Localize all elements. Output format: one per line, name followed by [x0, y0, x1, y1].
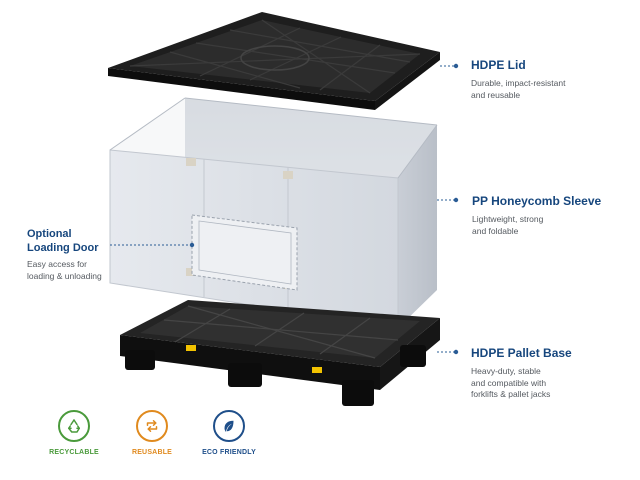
- pp-honeycomb-sleeve: [109, 97, 438, 329]
- recyclable-badge: RECYCLABLE: [32, 410, 116, 456]
- reusable-label: REUSABLE: [131, 449, 173, 456]
- hdpe-lid: [108, 12, 440, 110]
- eco-friendly-badge: ECO FRIENDLY: [187, 410, 271, 456]
- recyclable-label: RECYCLABLE: [49, 449, 99, 456]
- reuse-arrows-icon: [136, 410, 168, 442]
- eco-friendly-label: ECO FRIENDLY: [202, 449, 256, 456]
- base-description: Heavy-duty, stable and compatible with f…: [471, 366, 551, 399]
- lid-callout: HDPE Lid Durable, impact-resistant and r…: [471, 58, 565, 101]
- sleeve-description: Lightweight, strong and foldable: [472, 214, 544, 236]
- base-title: HDPE Pallet Base: [471, 346, 572, 360]
- leaf-icon: [213, 410, 245, 442]
- loading-door-outline: [191, 214, 298, 291]
- hdpe-pallet-base: [120, 300, 440, 406]
- lid-title: HDPE Lid: [471, 58, 526, 72]
- door-description: Easy access for loading & unloading: [27, 259, 102, 281]
- lid-description: Durable, impact-resistant and reusable: [471, 78, 566, 100]
- base-callout: HDPE Pallet Base Heavy-duty, stable and …: [471, 346, 572, 401]
- door-callout: Optional Loading Door Easy access for lo…: [27, 227, 102, 282]
- leader-lines: [110, 63, 459, 355]
- reusable-badge: REUSABLE: [110, 410, 194, 456]
- sleeve-title: PP Honeycomb Sleeve: [472, 194, 602, 208]
- door-title: Optional Loading Door: [27, 228, 99, 254]
- recycle-icon: [58, 410, 90, 442]
- sleeve-callout: PP Honeycomb Sleeve Lightweight, strong …: [472, 194, 601, 237]
